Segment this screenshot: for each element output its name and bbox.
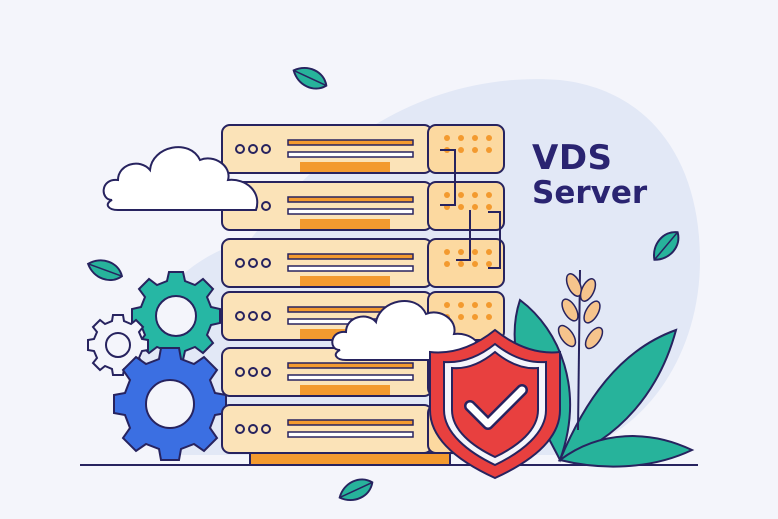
cloud-icon xyxy=(102,146,259,211)
cable xyxy=(488,211,501,269)
cable xyxy=(440,149,456,206)
server-unit xyxy=(221,238,505,288)
leaf-icon xyxy=(653,231,680,261)
server-unit xyxy=(221,181,505,231)
heading: VDS Server xyxy=(532,140,647,210)
server-unit xyxy=(221,124,505,174)
leaf-icon xyxy=(338,478,374,502)
gear-icon xyxy=(113,347,227,461)
cloud-icon xyxy=(331,299,483,361)
gear-icon xyxy=(131,271,221,361)
heading-line-1: VDS xyxy=(532,138,613,178)
leaf-icon xyxy=(292,66,328,90)
shield-check-icon xyxy=(429,328,561,480)
heading-line-2: Server xyxy=(532,174,648,211)
leaf-icon xyxy=(86,259,124,281)
cable xyxy=(456,210,471,261)
